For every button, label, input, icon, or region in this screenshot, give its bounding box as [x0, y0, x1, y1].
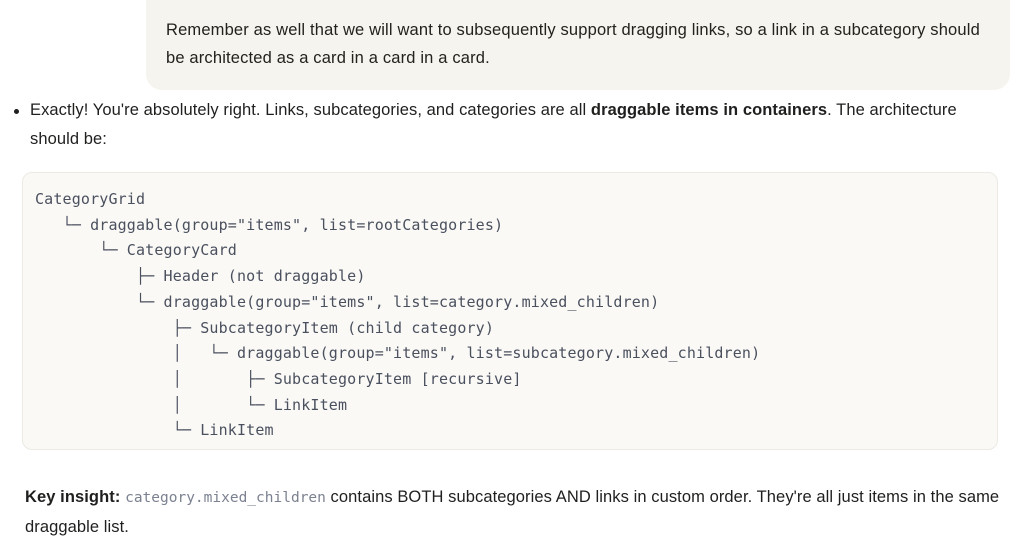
user-message-text: Remember as well that we will want to su…: [166, 21, 985, 67]
intro-text-part-2: . The architecture should be:: [30, 101, 957, 148]
key-insight-inline-code: category.mixed_children: [125, 489, 326, 506]
list-item: Exactly! You're absolutely right. Links,…: [0, 96, 1024, 154]
assistant-intro-paragraph: Exactly! You're absolutely right. Links,…: [30, 96, 1000, 154]
intro-text-bold: draggable items in containers: [590, 101, 828, 119]
assistant-message: Exactly! You're absolutely right. Links,…: [0, 96, 1024, 154]
code-block-content: CategoryGrid └─ draggable(group="items",…: [35, 190, 761, 440]
key-insight-paragraph: Key insight: category.mixed_children con…: [25, 483, 1005, 542]
code-block: CategoryGrid └─ draggable(group="items",…: [22, 172, 998, 450]
key-insight-label: Key insight:: [25, 487, 121, 506]
user-message-bubble: Remember as well that we will want to su…: [146, 0, 1010, 90]
bullet-point-icon: [14, 109, 19, 114]
intro-text-part-1: Exactly! You're absolutely right. Links,…: [30, 101, 591, 119]
